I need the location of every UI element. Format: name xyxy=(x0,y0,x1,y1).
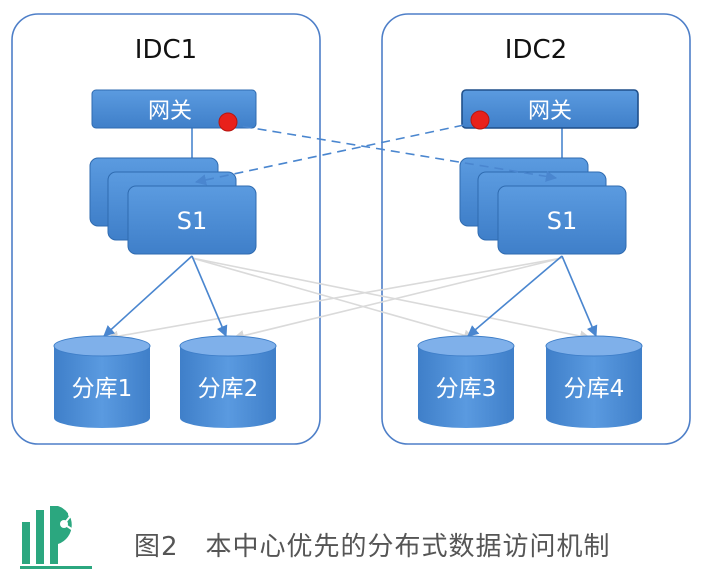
gateway-idc2 xyxy=(461,89,639,129)
architecture-diagram: IDC1 IDC2 S1 S1 网关 网关 xyxy=(11,13,691,445)
caption-text: 图2 本中心优先的分布式数据访问机制 xyxy=(134,532,611,562)
db-label-2: 分库2 xyxy=(198,376,259,402)
db-label-3: 分库3 xyxy=(436,376,497,402)
gateway-label-idc2: 网关 xyxy=(528,99,572,124)
service-stack-idc2: S1 xyxy=(459,157,627,255)
db-1: 分库1 xyxy=(53,335,151,428)
cross-db-edges xyxy=(106,257,592,342)
edge-s1a-db4 xyxy=(191,257,592,342)
service-node-idc1 xyxy=(127,185,257,255)
marker-dot-idc2 xyxy=(470,110,490,130)
edge-gw2-to-s1-idc1 xyxy=(194,121,479,186)
service-stack-idc1: S1 xyxy=(89,157,257,255)
share-logo-icon xyxy=(20,506,92,569)
idc2-title: IDC2 xyxy=(505,35,567,65)
db-label-1: 分库1 xyxy=(72,376,133,402)
figure-caption: 图2 本中心优先的分布式数据访问机制 xyxy=(0,490,708,586)
db-4: 分库4 xyxy=(545,335,643,428)
edge-s1b-db1 xyxy=(106,257,563,342)
db-label-4: 分库4 xyxy=(564,376,625,402)
gateway-idc1 xyxy=(91,89,257,129)
db-3: 分库3 xyxy=(417,335,515,428)
service-label-idc2: S1 xyxy=(547,207,578,235)
edge-s1b-db3 xyxy=(467,255,563,337)
edge-s1b-db4 xyxy=(561,255,598,338)
edge-gw1-to-s1-idc2 xyxy=(227,123,558,182)
edge-s1a-db1 xyxy=(103,255,193,337)
edge-s1b-db2 xyxy=(232,257,563,342)
edge-s1a-db2 xyxy=(191,255,228,338)
marker-dot-idc1 xyxy=(218,112,238,132)
service-label-idc1: S1 xyxy=(177,207,208,235)
idc1-container xyxy=(11,13,321,445)
gateway-label-idc1: 网关 xyxy=(148,99,192,124)
idc2-container xyxy=(381,13,691,445)
idc1-title: IDC1 xyxy=(135,35,197,65)
service-node-idc2 xyxy=(497,185,627,255)
local-db-edges xyxy=(103,255,598,338)
db-2: 分库2 xyxy=(179,335,277,428)
